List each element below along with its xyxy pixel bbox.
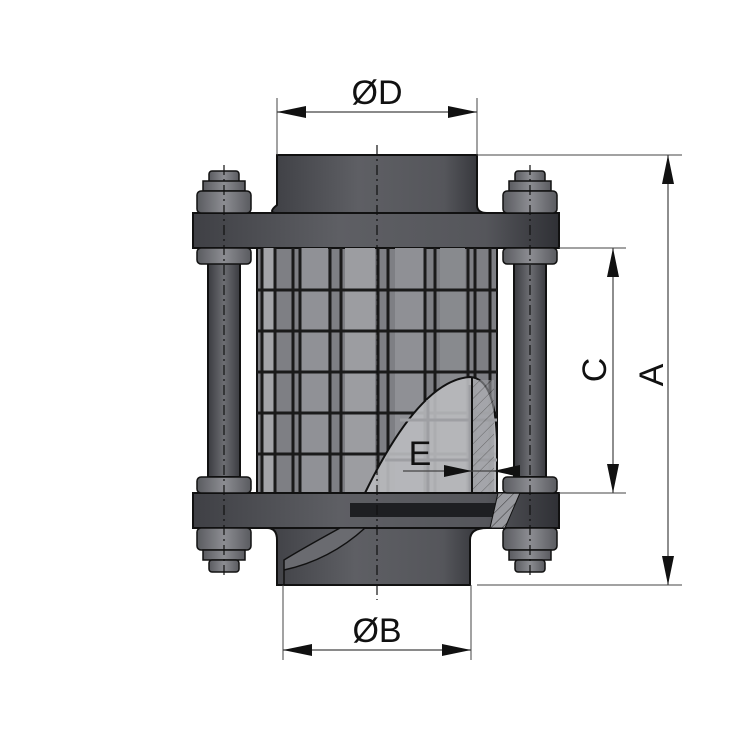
dimension-D: ØD [276, 74, 478, 155]
center-lines [223, 145, 531, 600]
dimension-E: E [403, 435, 520, 477]
dimension-label-A: A [633, 363, 671, 386]
bottom-flange [192, 492, 560, 529]
cutaway-section [337, 375, 498, 521]
bottom-pipe-stub [266, 527, 488, 586]
dimension-C: C [559, 247, 626, 494]
dimension-B: ØB [282, 585, 472, 660]
dimension-label-C: C [576, 358, 614, 383]
dimension-label-B: ØB [352, 612, 401, 650]
top-flange [192, 212, 560, 249]
top-pipe-stub [271, 154, 488, 214]
dimension-A: A [477, 154, 682, 586]
dimension-label-D: ØD [352, 74, 403, 112]
dimension-label-E: E [409, 435, 432, 473]
